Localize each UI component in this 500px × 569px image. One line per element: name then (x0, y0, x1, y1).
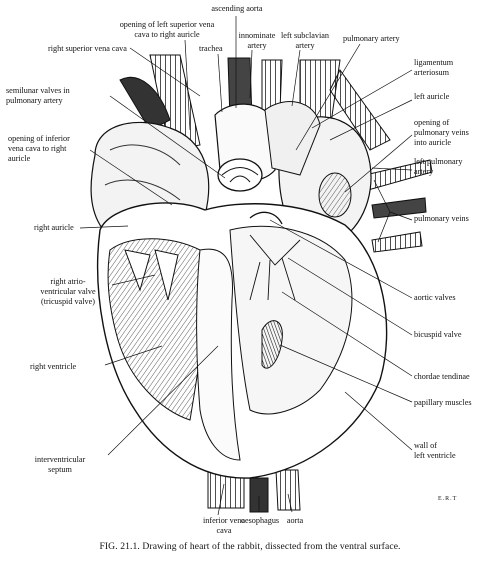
label-opening-left-svc: opening of left superior vena cava to ri… (119, 20, 215, 39)
semilunar-valve-shape (217, 158, 263, 192)
label-right-superior-vena-cava: right superior vena cava (48, 44, 127, 53)
label-aorta: aorta (286, 516, 304, 525)
label-inferior-vena-cava: inferior vena cava (202, 516, 246, 535)
label-ligamentum-arteriosum: ligamentum arteriosum (414, 58, 454, 77)
pulmonary-veins-shape (364, 159, 433, 253)
label-bicuspid-valve: bicuspid valve (414, 330, 462, 339)
pulmonary-artery-shape (264, 101, 321, 176)
lower-vessels (207, 469, 301, 513)
label-aortic-valves: aortic valves (414, 293, 456, 302)
label-right-ventricle: right ventricle (30, 362, 77, 371)
label-pulmonary-artery: pulmonary artery (343, 34, 400, 43)
label-semilunar-valves: semilunar valves in pulmonary artery (6, 86, 70, 105)
leader-lines (79, 16, 413, 516)
label-right-auricle: right auricle (34, 223, 74, 232)
figure-caption: FIG. 21.1. Drawing of heart of the rabbi… (99, 541, 401, 552)
label-interventricular-septum: interventricular septum (34, 455, 86, 474)
left-ventricle-cavity (229, 225, 353, 415)
artist-signature: E.R.T (438, 496, 458, 502)
label-opening-pulmonary-veins: opening of pulmonary veins into auricle (414, 118, 469, 147)
right-ventricle-cavity (107, 238, 205, 421)
label-ascending-aorta: ascending aorta (211, 4, 263, 13)
label-chordae-tendinae: chordae tendinae (414, 372, 470, 381)
label-left-pulmonary-artery: left pulmonary artery (414, 157, 463, 176)
label-trachea: trachea (199, 44, 223, 53)
label-opening-inferior-vena-cava: opening of inferior vena cava to right a… (8, 134, 70, 163)
label-innominate-artery: innominate artery (238, 31, 276, 50)
label-left-auricle: left auricle (414, 92, 450, 101)
papillary-muscle-shape (261, 320, 283, 369)
label-papillary-muscles: papillary muscles (414, 398, 472, 407)
label-left-subclavian-artery: left subclavian artery (281, 31, 329, 50)
label-pulmonary-veins: pulmonary veins (414, 214, 469, 223)
label-right-av-valve: right atrio- ventricular valve (tricuspi… (40, 277, 96, 306)
label-wall-left-ventricle: wall of left ventricle (414, 441, 456, 460)
label-oesophagus: oesophagus (240, 516, 280, 525)
septum-shape (196, 248, 241, 461)
